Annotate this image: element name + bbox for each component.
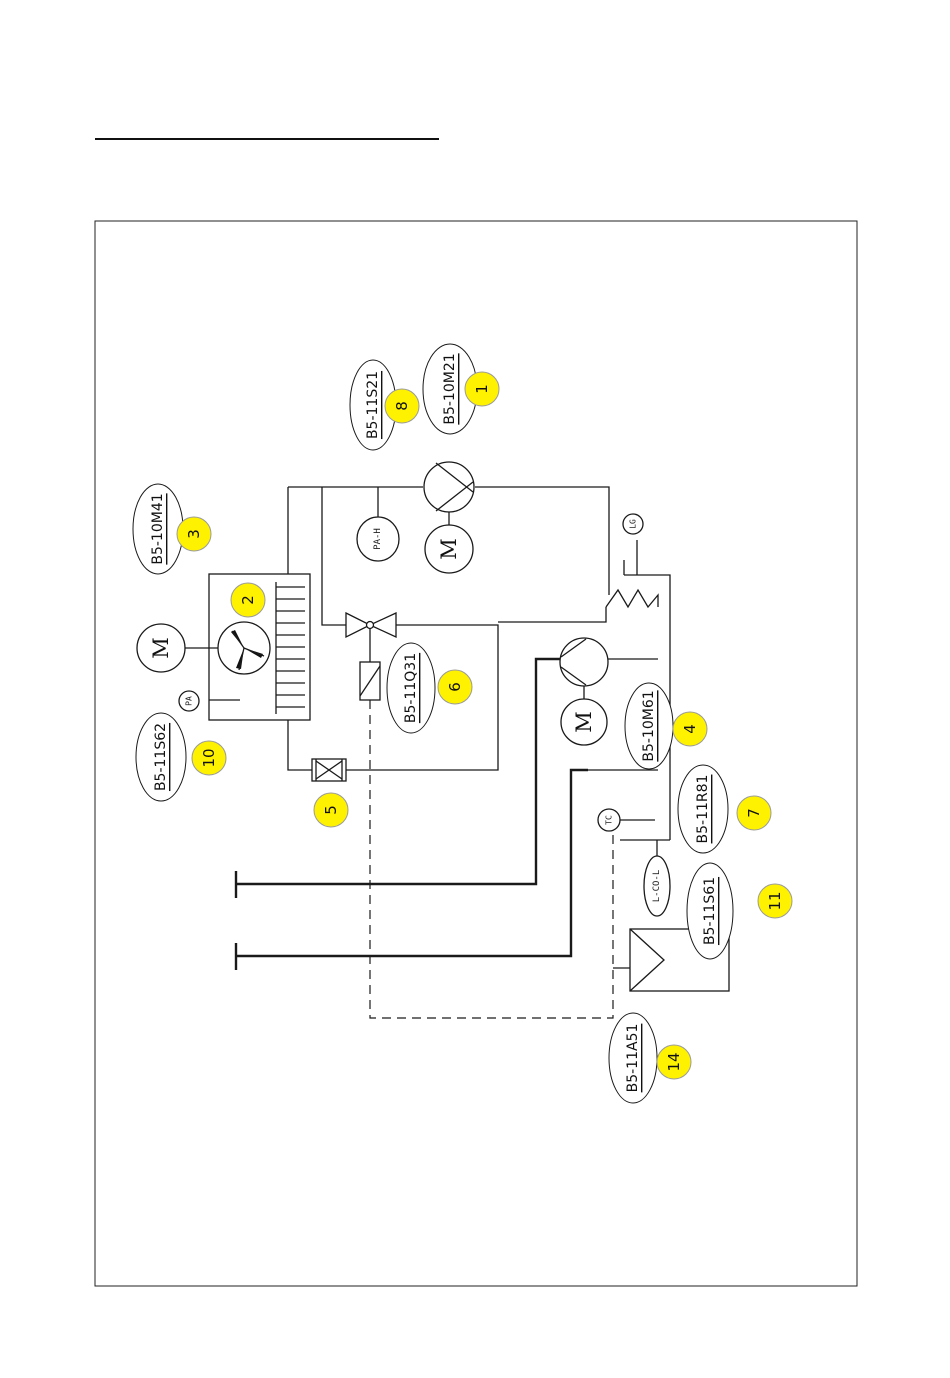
svg-text:2: 2 <box>239 595 257 605</box>
svg-text:B5-11S61: B5-11S61 <box>702 877 718 945</box>
label-b5-11q31: B5-11Q31 <box>387 643 435 733</box>
svg-text:3: 3 <box>185 529 203 539</box>
svg-text:4: 4 <box>681 724 699 734</box>
svg-text:8: 8 <box>393 401 411 411</box>
label-b5-11r81: B5-11R81 <box>678 765 728 853</box>
svg-text:10: 10 <box>200 748 218 767</box>
tc-label: TC <box>605 815 614 825</box>
badge-7: 7 <box>737 796 771 830</box>
svg-text:B5-10M41: B5-10M41 <box>150 493 166 564</box>
badge-8: 8 <box>385 389 419 423</box>
label-b5-10m41: B5-10M41 <box>133 484 183 574</box>
svg-text:B5-11S21: B5-11S21 <box>365 371 381 439</box>
condenser-coil <box>606 590 658 607</box>
label-b5-11s62: B5-11S62 <box>136 713 186 801</box>
svg-text:B5-10M61: B5-10M61 <box>641 690 657 761</box>
badge-2: 2 <box>231 583 265 617</box>
compressor-motor-symbol: M <box>437 538 461 560</box>
badge-14: 14 <box>657 1045 691 1079</box>
svg-text:B5-11Q31: B5-11Q31 <box>403 653 419 723</box>
svg-text:1: 1 <box>473 384 491 394</box>
badge-6: 6 <box>438 670 472 704</box>
svg-text:7: 7 <box>745 808 763 818</box>
lg-label: LG <box>629 519 638 529</box>
label-b5-11s61: B5-11S61 <box>687 863 733 959</box>
svg-text:5: 5 <box>322 805 340 815</box>
svg-text:B5-11R81: B5-11R81 <box>695 775 711 844</box>
svg-text:B5-10M21: B5-10M21 <box>442 353 458 424</box>
fan-motor-symbol: M <box>149 637 173 659</box>
svg-text:B5-11S62: B5-11S62 <box>153 723 169 791</box>
badge-4: 4 <box>673 712 707 746</box>
pa-label: PA <box>185 696 194 706</box>
svg-text:B5-11A51: B5-11A51 <box>625 1024 641 1093</box>
label-b5-11a51: B5-11A51 <box>609 1013 657 1103</box>
evaporator-fan <box>218 622 270 674</box>
badge-11: 11 <box>758 884 792 918</box>
label-b5-10m61: B5-10M61 <box>625 683 673 769</box>
svg-text:14: 14 <box>665 1052 683 1071</box>
solenoid-coil <box>360 662 380 700</box>
l-co-l-label: L-CO-L <box>652 870 662 903</box>
pa-h-label: PA-H <box>373 528 383 550</box>
badge-1: 1 <box>465 372 499 406</box>
compressor-pump <box>424 462 474 512</box>
filter-drier <box>312 759 346 781</box>
badge-10: 10 <box>192 741 226 775</box>
svg-text:6: 6 <box>446 682 464 692</box>
badge-3: 3 <box>177 517 211 551</box>
badge-5: 5 <box>314 793 348 827</box>
solenoid-valve <box>346 613 396 637</box>
circulation-pump <box>560 638 608 686</box>
pump-motor-symbol: M <box>572 711 596 733</box>
svg-text:11: 11 <box>766 891 784 910</box>
